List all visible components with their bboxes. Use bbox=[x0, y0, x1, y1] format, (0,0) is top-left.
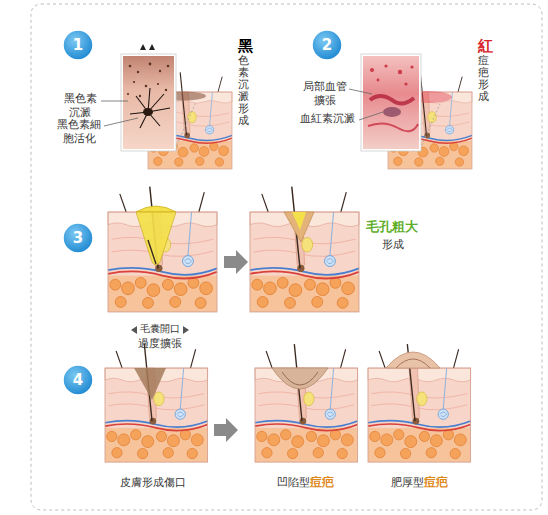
text-char: 紅 bbox=[478, 38, 489, 55]
result-label: 凹陷型痘疤 bbox=[260, 475, 350, 490]
text-char: 陷 bbox=[288, 476, 299, 489]
text-char: 色 bbox=[238, 55, 249, 67]
callout-circles bbox=[63, 30, 342, 395]
part-label: 毛囊開口 bbox=[135, 323, 185, 336]
text-char: 痘 bbox=[424, 475, 436, 489]
part-label: 過度擴張 bbox=[130, 337, 190, 351]
dashed-frame bbox=[31, 4, 542, 510]
text-char: 型 bbox=[413, 476, 424, 489]
text-char: 形 bbox=[238, 103, 249, 115]
result-label: 肥厚型痘疤 bbox=[374, 475, 464, 490]
text-char: 黑 bbox=[238, 38, 249, 55]
callout-number: 4 bbox=[63, 371, 93, 390]
text-char: 沉 bbox=[238, 79, 249, 91]
text-char: 肥 bbox=[391, 476, 402, 489]
text-char: 成 bbox=[478, 91, 489, 103]
callout-number: 1 bbox=[63, 36, 93, 55]
part-label: 黑色素細胞活化 bbox=[56, 118, 102, 146]
stage-label: 皮膚形成傷口 bbox=[113, 476, 193, 490]
text-char: 素 bbox=[238, 67, 249, 79]
text-char: 澱 bbox=[238, 91, 249, 103]
part-label: 血紅素沉澱 bbox=[296, 112, 358, 126]
result-label: 形成 bbox=[378, 238, 408, 252]
text-char: 形 bbox=[478, 79, 489, 91]
part-label: 黑色素沉澱 bbox=[62, 92, 98, 120]
callout-number: 3 bbox=[63, 229, 93, 248]
text-char: 疤 bbox=[436, 475, 448, 489]
result-label: 毛孔粗大 bbox=[362, 219, 422, 235]
vertical-title: 紅痘疤形成 bbox=[478, 38, 489, 103]
text-char: 成 bbox=[238, 115, 249, 127]
text-char: 痘 bbox=[310, 475, 322, 489]
text-char: 凹 bbox=[277, 476, 288, 489]
callout-number: 2 bbox=[312, 36, 342, 55]
text-char: 厚 bbox=[402, 476, 413, 489]
text-char: 疤 bbox=[322, 475, 334, 489]
text-char: 型 bbox=[299, 476, 310, 489]
text-char: 痘 bbox=[478, 55, 489, 67]
text-char: 疤 bbox=[478, 67, 489, 79]
part-label: 局部血管擴張 bbox=[302, 80, 348, 108]
vertical-title: 黑色素沉澱形成 bbox=[238, 38, 249, 127]
